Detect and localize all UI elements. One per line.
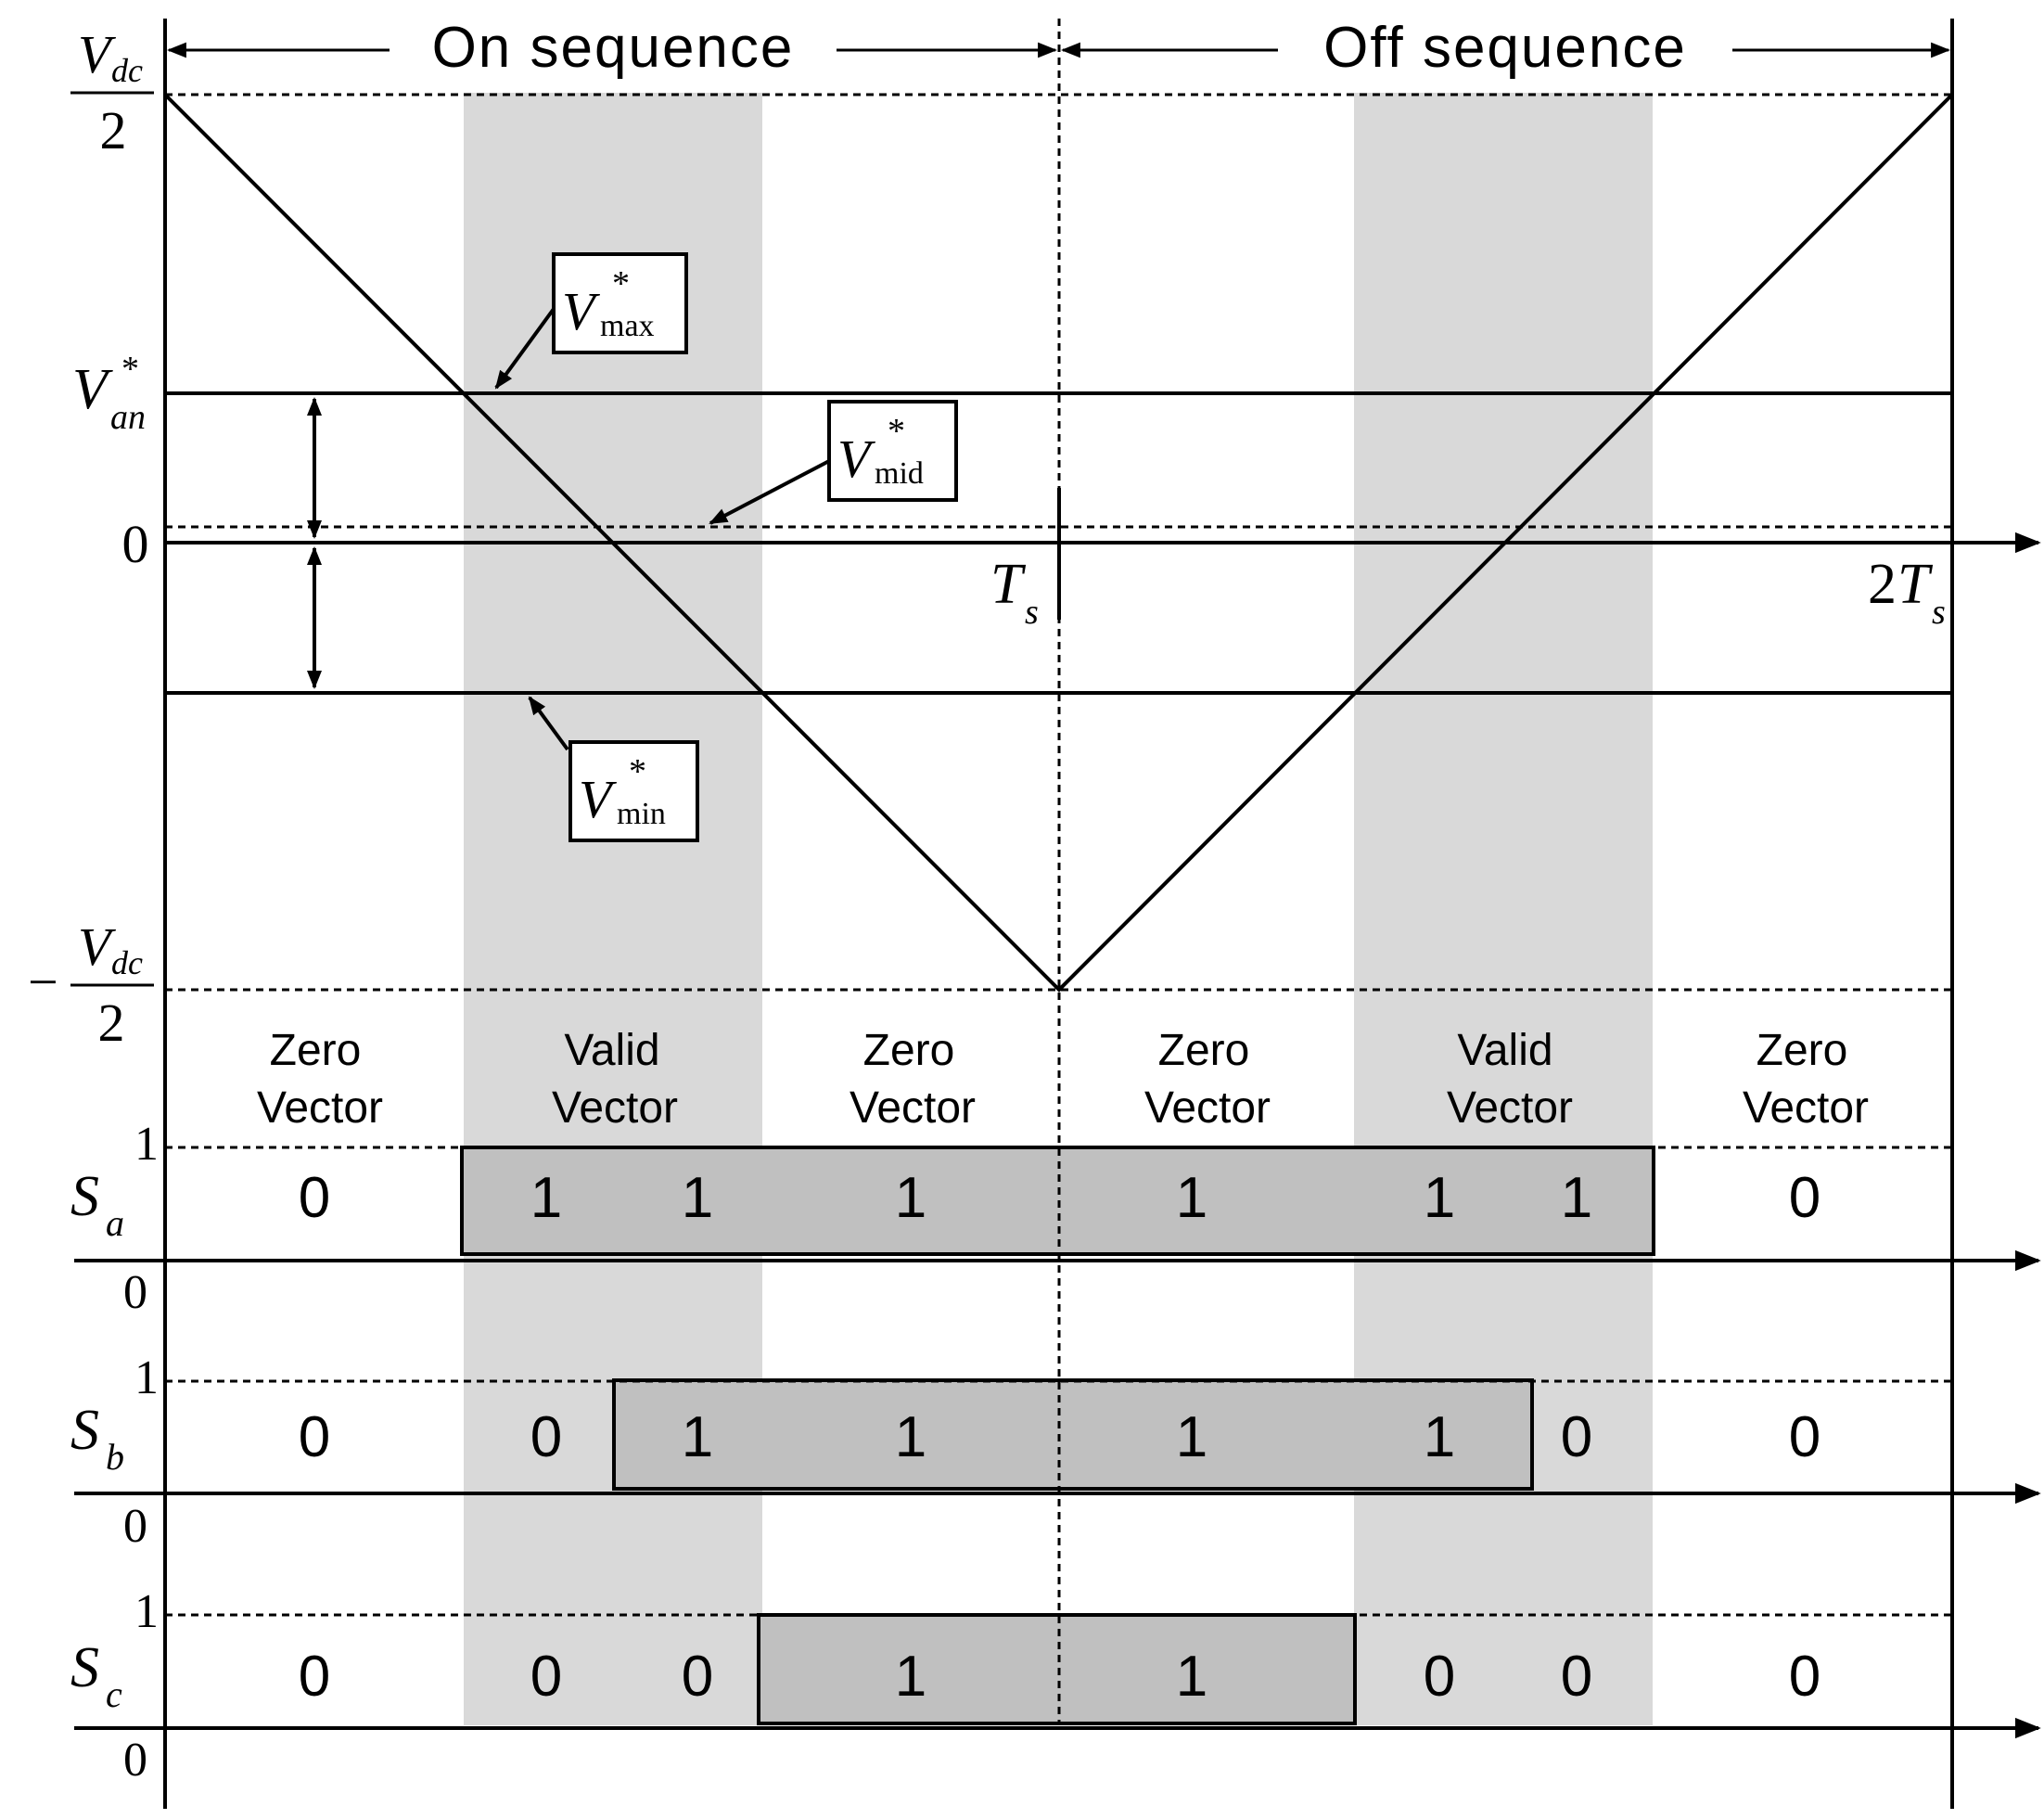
ts-label: T s xyxy=(990,553,1039,632)
sa-value-2: 1 xyxy=(530,1166,562,1230)
sb-value-8: 0 xyxy=(1789,1405,1820,1469)
svg-text:dc: dc xyxy=(111,944,143,981)
section-label-5b: Vector xyxy=(1447,1083,1573,1133)
section-label-4: Zero xyxy=(1158,1026,1250,1075)
section-label-4b: Vector xyxy=(1144,1083,1271,1133)
svg-text:2: 2 xyxy=(100,100,127,160)
sc-value-2: 0 xyxy=(530,1645,562,1709)
section-label-2b: Vector xyxy=(552,1083,678,1133)
svg-text:V: V xyxy=(579,769,618,829)
section-label-1: Zero xyxy=(270,1026,362,1075)
off-sequence-label: Off sequence xyxy=(1323,16,1687,80)
vdc-half-label: V dc 2 xyxy=(70,24,154,160)
svg-text:mid: mid xyxy=(875,456,924,491)
svg-text:s: s xyxy=(1025,593,1039,632)
sa-value-5: 1 xyxy=(1176,1166,1207,1230)
sa-low-label: 0 xyxy=(123,1266,147,1319)
sb-value-5: 1 xyxy=(1176,1405,1207,1469)
sc-low-label: 0 xyxy=(123,1734,147,1787)
sc-value-4: 1 xyxy=(895,1645,926,1709)
sa-value-6: 1 xyxy=(1424,1166,1455,1230)
section-label-5: Valid xyxy=(1457,1026,1552,1075)
svg-text:T: T xyxy=(990,553,1027,616)
sc-value-8: 0 xyxy=(1789,1645,1820,1709)
svg-text:V: V xyxy=(72,358,113,421)
sc-row: 1 0 S c 0 0 0 1 1 0 0 0 xyxy=(70,1585,1820,1787)
svg-text:s: s xyxy=(1932,593,1946,632)
svg-text:T: T xyxy=(1897,553,1934,616)
section-label-1b: Vector xyxy=(257,1083,383,1133)
on-sequence-label: On sequence xyxy=(432,16,795,80)
sb-name: S xyxy=(70,1399,99,1462)
sb-sub: b xyxy=(106,1436,124,1478)
neg-vdc-half-label: − V dc 2 xyxy=(28,916,154,1053)
sb-value-2: 0 xyxy=(530,1405,562,1469)
svg-text:*: * xyxy=(629,752,646,791)
sc-name: S xyxy=(70,1636,99,1699)
svg-text:V: V xyxy=(837,429,876,489)
sc-sub: c xyxy=(106,1673,122,1715)
svg-text:V: V xyxy=(78,916,117,977)
svg-text:2: 2 xyxy=(98,993,125,1053)
section-label-3b: Vector xyxy=(850,1083,976,1133)
zero-level-label: 0 xyxy=(122,514,149,574)
vmax-pointer-arrow xyxy=(494,307,556,390)
sa-name: S xyxy=(70,1165,99,1228)
dashed-guides xyxy=(165,19,1952,1725)
sb-pulse xyxy=(612,1378,1534,1491)
sb-value-3: 1 xyxy=(682,1405,713,1469)
sb-low-label: 0 xyxy=(123,1500,147,1553)
svg-text:*: * xyxy=(612,264,630,303)
sb-value-1: 0 xyxy=(299,1405,330,1469)
sb-row: 1 0 S b 0 0 1 1 1 1 0 0 xyxy=(70,1351,1820,1553)
sc-value-1: 0 xyxy=(299,1645,330,1709)
sa-row: 1 0 S a 0 1 1 1 1 1 1 0 xyxy=(70,1118,1820,1319)
van-label: V * an xyxy=(72,350,146,437)
vmid-callout: V * mid xyxy=(827,400,958,502)
sa-high-label: 1 xyxy=(134,1118,159,1171)
sc-high-label: 1 xyxy=(134,1585,159,1638)
svg-text:*: * xyxy=(121,350,139,389)
sc-value-6: 0 xyxy=(1424,1645,1455,1709)
svg-text:V: V xyxy=(562,281,601,341)
sa-value-7: 1 xyxy=(1561,1166,1592,1230)
sb-value-7: 0 xyxy=(1561,1405,1592,1469)
svg-text:*: * xyxy=(888,412,905,451)
svg-text:V: V xyxy=(78,24,117,84)
svg-text:2: 2 xyxy=(1868,553,1897,616)
sb-value-4: 1 xyxy=(895,1405,926,1469)
sb-value-6: 1 xyxy=(1424,1405,1455,1469)
svg-text:an: an xyxy=(110,398,146,437)
svg-text:−: − xyxy=(28,952,58,1012)
vmin-pointer-arrow xyxy=(528,696,569,751)
sc-pulse xyxy=(757,1613,1357,1725)
section-label-6: Zero xyxy=(1757,1026,1848,1075)
sa-value-1: 0 xyxy=(299,1166,330,1230)
sc-value-5: 1 xyxy=(1176,1645,1207,1709)
vmax-callout: V * max xyxy=(552,252,688,354)
sb-high-label: 1 xyxy=(134,1351,159,1404)
two-ts-label: 2 T s xyxy=(1868,553,1946,632)
section-label-6b: Vector xyxy=(1743,1083,1869,1133)
sa-sub: a xyxy=(106,1202,124,1244)
sa-value-4: 1 xyxy=(895,1166,926,1230)
section-label-3: Zero xyxy=(863,1026,955,1075)
section-label-2: Valid xyxy=(564,1026,659,1075)
sa-value-3: 1 xyxy=(682,1166,713,1230)
svg-text:dc: dc xyxy=(111,52,143,89)
vmid-pointer-arrow xyxy=(709,459,830,525)
svg-text:min: min xyxy=(617,797,666,831)
sc-value-7: 0 xyxy=(1561,1645,1592,1709)
svg-text:max: max xyxy=(600,309,655,343)
section-labels: Zero Vector Valid Vector Zero Vector Zer… xyxy=(257,1026,1869,1133)
sc-value-3: 0 xyxy=(682,1645,713,1709)
vmin-callout: V * min xyxy=(568,740,699,842)
sa-value-8: 0 xyxy=(1789,1166,1820,1230)
